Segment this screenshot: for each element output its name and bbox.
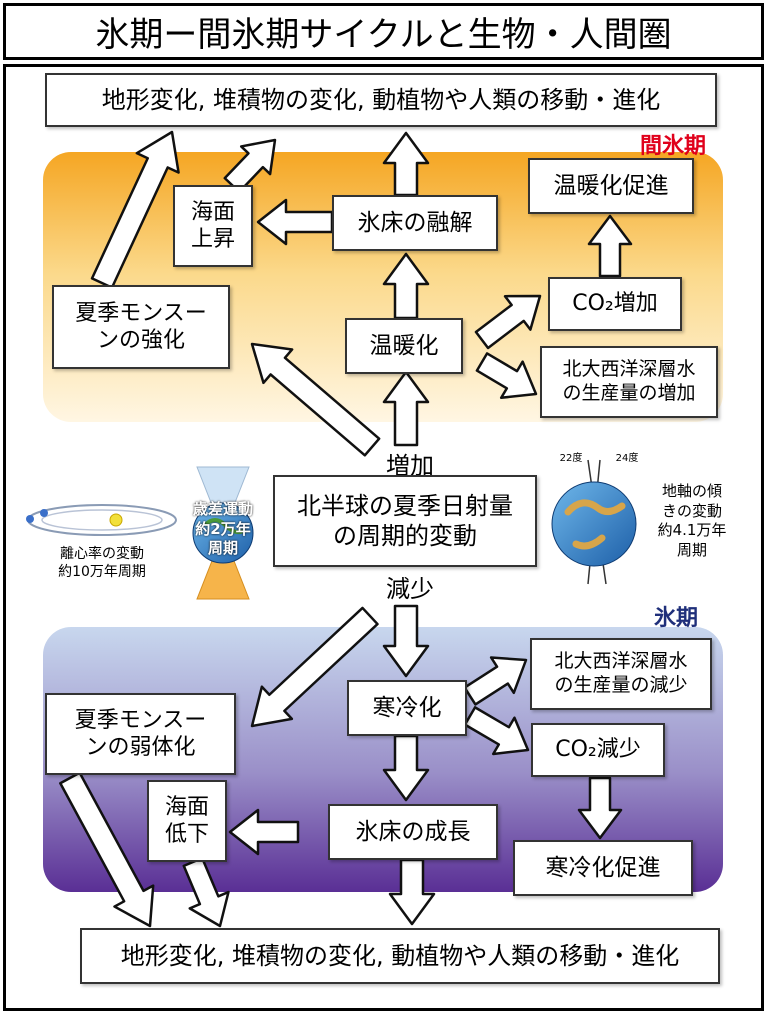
obliquity-label: 地軸の傾 きの変動 約4.1万年 周期 <box>657 482 727 559</box>
arrow-cooling-to-deep-water <box>463 656 528 706</box>
ice-melt-box: 氷床の融解 <box>332 195 498 251</box>
angle-24-label: 24度 <box>615 453 639 464</box>
arrow-ice-growth-to-sea-fall <box>228 808 300 856</box>
cooling-box: 寒冷化 <box>347 680 467 736</box>
arrow-warming-to-deep-water <box>475 352 538 400</box>
arrow-warming-to-ice-melt <box>382 252 430 320</box>
diagram-title: 氷期ー間氷期サイクルと生物・人間圏 <box>3 3 764 60</box>
arrow-weak-monsoon-to-outcome <box>59 771 155 928</box>
top-outcome-box: 地形変化, 堆積物の変化, 動植物や人類の移動・進化 <box>45 73 717 127</box>
obliquity-illustration <box>551 459 637 585</box>
arrow-ice-melt-to-sea-rise <box>256 198 334 246</box>
arrow-ice-growth-to-outcome <box>388 858 436 926</box>
deep-water-increase-box: 北大西洋深層水 の生産量の増加 <box>540 346 718 418</box>
decrease-label: 減少 <box>386 575 434 603</box>
glacial-label: 氷期 <box>654 606 699 631</box>
angle-22-label: 22度 <box>559 453 583 464</box>
precession-illustration <box>192 466 254 600</box>
arrow-insolation-to-weak-monsoon <box>250 606 379 728</box>
eccentricity-label: 離心率の変動 約10万年周期 <box>58 546 146 581</box>
insolation-box: 北半球の夏季日射量 の周期的変動 <box>273 475 537 567</box>
precession-label: 歳差運動 約2万年 周期 <box>192 500 253 557</box>
co2-decrease-box: CO₂減少 <box>531 723 665 777</box>
strong-monsoon-box: 夏季モンスー ンの強化 <box>52 285 230 369</box>
arrow-insolation-to-cooling <box>382 604 430 678</box>
arrow-monsoon-to-outcome <box>90 130 180 289</box>
weak-monsoon-box: 夏季モンスー ンの弱体化 <box>45 693 236 775</box>
arrow-sea-fall-to-outcome <box>182 856 230 928</box>
warming-box: 温暖化 <box>345 318 463 374</box>
co2-increase-box: CO₂増加 <box>548 277 682 331</box>
arrow-co2-to-cooling-promotion <box>577 776 623 840</box>
arrow-sea-rise-to-outcome <box>223 138 277 194</box>
diagram-frame <box>3 64 764 1011</box>
sea-rise-box: 海面 上昇 <box>173 185 253 267</box>
sea-fall-box: 海面 低下 <box>147 780 227 862</box>
arrow-warming-to-co2 <box>474 294 542 350</box>
arrow-co2-to-warming-promotion <box>587 214 633 278</box>
arrow-cooling-to-co2 <box>463 706 530 756</box>
deep-water-decrease-box: 北大西洋深層水 の生産量の減少 <box>530 638 712 710</box>
bottom-outcome-box: 地形変化, 堆積物の変化, 動植物や人類の移動・進化 <box>80 928 720 984</box>
eccentricity-orbit-illustration <box>26 504 177 536</box>
interglacial-label: 間氷期 <box>640 134 707 159</box>
warming-promotion-box: 温暖化促進 <box>528 158 694 214</box>
cooling-promotion-box: 寒冷化促進 <box>513 840 693 896</box>
ice-growth-box: 氷床の成長 <box>328 804 498 860</box>
arrow-insolation-to-monsoon <box>250 342 381 457</box>
arrow-ice-melt-to-outcome <box>382 131 430 197</box>
arrow-cooling-to-ice-growth <box>382 734 430 802</box>
arrow-insolation-to-warming <box>382 370 430 447</box>
